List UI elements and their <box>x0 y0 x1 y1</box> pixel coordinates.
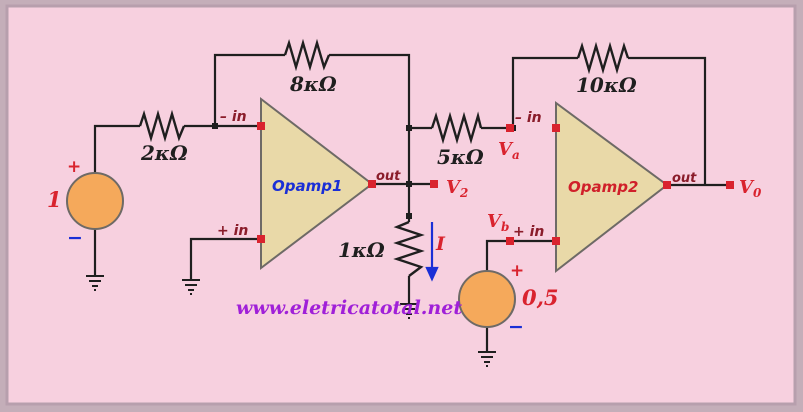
va-subscript: a <box>512 148 520 162</box>
opamp2-label: Opamp2 <box>568 178 638 196</box>
v0-subscript: 0 <box>753 186 762 200</box>
opamp1-triangle <box>260 96 374 271</box>
op1-output-label: out <box>376 169 401 184</box>
va-main: V <box>498 139 514 160</box>
opamp2-triangle <box>555 101 669 274</box>
v0-main: V <box>739 177 755 198</box>
voltage-source-1 <box>66 172 124 230</box>
op2-output-label: out <box>672 171 697 186</box>
source2-minus: − <box>508 316 524 338</box>
r2-label: 8κΩ <box>289 72 337 96</box>
source1-minus: − <box>67 227 83 249</box>
v2-subscript: 2 <box>459 186 468 200</box>
source1-value: 1 <box>47 187 62 212</box>
vb-subscript: b <box>501 220 509 234</box>
vb-main: V <box>487 211 503 232</box>
source2-value: 0,5 <box>522 285 559 310</box>
va-label: Va <box>498 139 520 162</box>
current-arrow <box>425 222 439 282</box>
op1-inverting-label: – in <box>220 109 247 125</box>
op2-noninverting-label: + in <box>513 224 544 240</box>
r1-label: 2κΩ <box>140 141 188 165</box>
source1-plus: + <box>67 157 81 177</box>
inner-panel <box>5 4 797 406</box>
current-label: I <box>435 233 446 255</box>
op2-inverting-label: – in <box>515 110 542 126</box>
wires <box>93 53 727 352</box>
voltage-source-2 <box>458 270 516 328</box>
source2-plus: + <box>510 261 524 281</box>
resistor-r2 <box>283 38 331 72</box>
website-watermark: www.eletricatotal.net <box>236 297 462 319</box>
v2-label: V2 <box>446 177 468 200</box>
v0-label: V0 <box>739 177 762 200</box>
r4-label: 5κΩ <box>437 145 484 169</box>
vb-label: Vb <box>487 211 509 234</box>
resistor-r3 <box>393 220 425 277</box>
op1-noninverting-label: + in <box>217 223 248 239</box>
ground-symbols <box>86 275 496 367</box>
r3-label: 1κΩ <box>338 238 385 262</box>
resistor-r4 <box>430 111 483 145</box>
resistor-r5 <box>576 41 630 75</box>
resistor-r1 <box>138 109 186 143</box>
opamp1-label: Opamp1 <box>272 177 342 195</box>
v2-main: V <box>446 177 462 198</box>
pin-markers <box>257 122 734 245</box>
r5-label: 10κΩ <box>576 73 637 97</box>
